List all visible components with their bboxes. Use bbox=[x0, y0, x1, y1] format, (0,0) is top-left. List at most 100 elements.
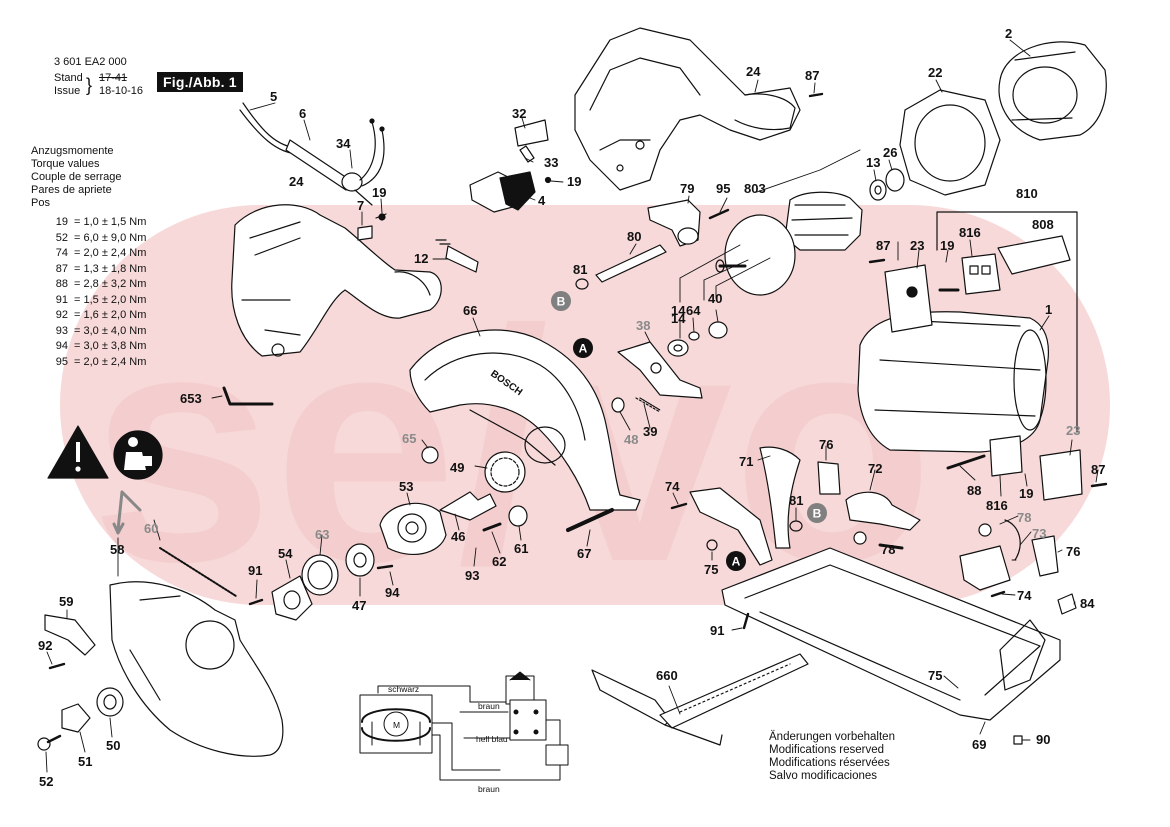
part-label-80: 80 bbox=[627, 229, 641, 244]
part-label-58: 58 bbox=[110, 542, 124, 557]
blade-guard-lower bbox=[109, 581, 284, 757]
part-label-660: 660 bbox=[656, 668, 678, 683]
torque-row: 95= 2,0 ± 2,4 Nm bbox=[55, 355, 147, 368]
marker-a-bottom: A bbox=[726, 551, 746, 571]
marker-a-top: A bbox=[573, 338, 593, 358]
part-label-76: 76 bbox=[819, 437, 833, 452]
part-label-23: 23 bbox=[910, 238, 924, 253]
part-label-76: 76 bbox=[1066, 544, 1080, 559]
issue-value: 18-10-16 bbox=[99, 85, 144, 97]
part-label-47: 47 bbox=[352, 598, 366, 613]
part-label-49: 49 bbox=[450, 460, 464, 475]
part-label-19: 19 bbox=[372, 185, 386, 200]
part-label-803: 803 bbox=[744, 181, 766, 196]
handle-housing-left bbox=[231, 204, 442, 357]
wire-label-brown-bottom: braun bbox=[478, 784, 500, 794]
torque-legend: Anzugsmomente Torque values Couple de se… bbox=[31, 145, 122, 210]
part-label-6: 6 bbox=[299, 106, 306, 121]
part-label-87: 87 bbox=[805, 68, 819, 83]
part-label-90: 90 bbox=[1036, 732, 1050, 747]
torque-row: 92= 1,6 ± 2,0 Nm bbox=[55, 309, 147, 321]
part-label-74: 74 bbox=[1017, 588, 1032, 603]
part-label-5: 5 bbox=[270, 89, 277, 104]
legend-line: Couple de serrage bbox=[31, 171, 122, 183]
part-label-816: 816 bbox=[959, 225, 981, 240]
legend-line: Pares de apriete bbox=[31, 184, 112, 196]
modifications-notice: Änderungen vorbehalten Modifications res… bbox=[769, 731, 895, 783]
base-plate bbox=[721, 547, 1061, 721]
part-label-67: 67 bbox=[577, 546, 591, 561]
part-labels: 2 5 6 34 19 7 24 12 32 33 19 4 24 87 22 … bbox=[38, 26, 1105, 789]
legend-line: Torque values bbox=[31, 158, 100, 170]
part-label-59: 59 bbox=[59, 594, 73, 609]
torque-row: 87= 1,3 ± 1,8 Nm bbox=[55, 262, 147, 275]
motor-housing bbox=[857, 311, 1050, 453]
part-label-92: 92 bbox=[38, 638, 52, 653]
marker-b-right: B bbox=[807, 503, 827, 523]
part-label-78: 78 bbox=[881, 542, 895, 557]
marker-b-label: B bbox=[557, 295, 566, 309]
part-label-653: 653 bbox=[180, 391, 202, 406]
part-label-63: 63 bbox=[315, 527, 329, 542]
part-label-13: 13 bbox=[866, 155, 880, 170]
part-label-60: 60 bbox=[144, 521, 158, 536]
part-label-14: 14 bbox=[671, 311, 686, 326]
wire-label-brown: braun bbox=[478, 701, 500, 711]
part-label-61: 61 bbox=[514, 541, 528, 556]
torque-row: 94= 3,0 ± 3,8 Nm bbox=[55, 340, 147, 352]
stand-label: Stand bbox=[54, 72, 83, 84]
part-label-91: 91 bbox=[248, 563, 262, 578]
part-label-84: 84 bbox=[1080, 596, 1095, 611]
wire-label-black: schwarz bbox=[388, 684, 419, 694]
part-label-81: 81 bbox=[789, 493, 803, 508]
part-label-66: 66 bbox=[463, 303, 477, 318]
part-label-75: 75 bbox=[704, 562, 718, 577]
part-label-19: 19 bbox=[1019, 486, 1033, 501]
part-label-14: 14 bbox=[671, 303, 686, 318]
motor-housing-top bbox=[574, 27, 801, 191]
part-label-1: 1 bbox=[1045, 302, 1052, 317]
wiring-diagram bbox=[359, 671, 569, 781]
part-label-4: 4 bbox=[538, 193, 546, 208]
torque-row: 19= 1,0 ± 1,5 Nm bbox=[55, 216, 147, 228]
part-label-91: 91 bbox=[710, 623, 724, 638]
wire-label-light-blue: hell blau bbox=[476, 734, 508, 744]
notice-line: Modifications réservées bbox=[769, 757, 890, 769]
torque-row: 93= 3,0 ± 4,0 Nm bbox=[55, 324, 147, 337]
torque-row: 88= 2,8 ± 3,2 Nm bbox=[55, 278, 147, 290]
part-label-24: 24 bbox=[289, 174, 304, 189]
part-label-65: 65 bbox=[402, 431, 416, 446]
part-label-54: 54 bbox=[278, 546, 293, 561]
doc-number: 3 601 EA2 000 bbox=[54, 56, 127, 68]
part-label-79: 79 bbox=[680, 181, 694, 196]
marker-a-label: A bbox=[579, 342, 588, 356]
part-label-40: 40 bbox=[708, 291, 722, 306]
part-label-62: 62 bbox=[492, 554, 506, 569]
part-label-81: 81 bbox=[573, 262, 587, 277]
part-label-39: 39 bbox=[643, 424, 657, 439]
part-label-38: 38 bbox=[636, 318, 650, 333]
part-label-74: 74 bbox=[665, 479, 680, 494]
notice-line: Modifications reserved bbox=[769, 744, 885, 756]
part-label-51: 51 bbox=[78, 754, 92, 769]
part-label-22: 22 bbox=[928, 65, 942, 80]
brace: } bbox=[86, 75, 93, 95]
figure-badge: Fig./Abb. 1 bbox=[157, 72, 243, 92]
legend-line: Anzugsmomente bbox=[31, 145, 114, 157]
part-label-78: 78 bbox=[1017, 510, 1031, 525]
part-label-810: 810 bbox=[1016, 186, 1038, 201]
marker-a-label: A bbox=[732, 555, 741, 569]
part-label-95: 95 bbox=[716, 181, 730, 196]
part-label-32: 32 bbox=[512, 106, 526, 121]
part-label-71: 71 bbox=[739, 454, 753, 469]
part-label-73: 73 bbox=[1032, 526, 1046, 541]
torque-row: 74= 2,0 ± 2,4 Nm bbox=[55, 247, 147, 259]
part-label-69: 69 bbox=[972, 737, 986, 752]
part-label-50: 50 bbox=[106, 738, 120, 753]
blade-guard-upper: BOSCH bbox=[409, 329, 641, 511]
armature bbox=[715, 191, 863, 296]
warning-icon bbox=[47, 425, 109, 479]
part-label-34: 34 bbox=[336, 136, 351, 151]
part-label-94: 94 bbox=[385, 585, 400, 600]
